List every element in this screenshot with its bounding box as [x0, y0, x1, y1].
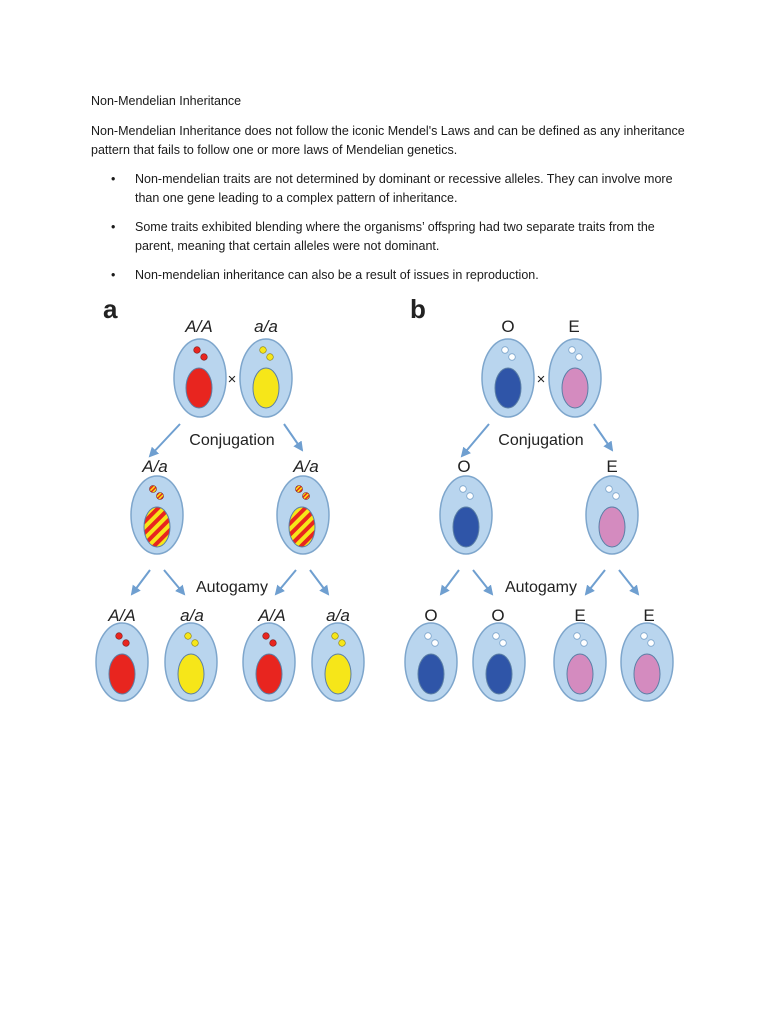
arrow-icon	[439, 569, 460, 596]
list-item: • Non-mendelian inheritance can also be a…	[91, 266, 691, 285]
document-title: Non-Mendelian Inheritance	[91, 94, 242, 108]
arrow-icon	[274, 569, 297, 596]
bullet-text: Non-mendelian inheritance can also be a …	[135, 268, 539, 282]
step-label: Autogamy	[196, 579, 268, 596]
cell	[130, 475, 184, 555]
cell	[311, 622, 365, 702]
cell	[548, 338, 602, 418]
genotype-label: A/a	[141, 457, 168, 476]
arrow-icon	[130, 569, 151, 596]
mating-type-label: O	[491, 606, 504, 625]
arrow-icon	[163, 569, 186, 596]
mating-type-label: O	[457, 457, 470, 476]
cell	[173, 338, 227, 418]
mating-type-label: E	[568, 317, 579, 336]
bullet-text: Non-mendelian traits are not determined …	[135, 172, 673, 205]
arrow-icon	[472, 569, 494, 596]
inheritance-diagram: a b A/A a/a × Conjugation A/a A/a Autoga…	[95, 294, 674, 702]
arrow-icon	[148, 423, 181, 458]
list-item: • Some traits exhibited blending where th…	[91, 218, 691, 255]
mating-type-label: E	[643, 606, 654, 625]
mating-type-label: O	[424, 606, 437, 625]
genotype-label: a/a	[326, 606, 350, 625]
mating-type-label: E	[574, 606, 585, 625]
arrow-icon	[283, 423, 304, 452]
genotype-label: A/A	[107, 606, 135, 625]
bullet-list: • Non-mendelian traits are not determined…	[91, 170, 691, 296]
inheritance-figure: a b A/A a/a × Conjugation A/a A/a Autoga…	[0, 290, 768, 720]
cell	[439, 475, 493, 555]
cell	[276, 475, 330, 555]
cell	[404, 622, 458, 702]
bullet-icon: •	[111, 268, 116, 282]
step-label: Conjugation	[189, 432, 274, 449]
genotype-label: A/A	[257, 606, 285, 625]
panel-a-letter: a	[103, 294, 118, 324]
arrow-icon	[618, 569, 640, 596]
cell	[472, 622, 526, 702]
arrow-icon	[460, 423, 490, 458]
intro-paragraph: Non-Mendelian Inheritance does not follo…	[91, 124, 685, 157]
cell	[242, 622, 296, 702]
bullet-icon: •	[111, 220, 116, 234]
genotype-label: A/A	[184, 317, 212, 336]
cell	[164, 622, 218, 702]
cell	[620, 622, 674, 702]
list-item: • Non-mendelian traits are not determined…	[91, 170, 691, 207]
genotype-label: A/a	[292, 457, 319, 476]
genotype-label: a/a	[254, 317, 278, 336]
cell	[481, 338, 535, 418]
cross-symbol: ×	[537, 371, 546, 388]
bullet-icon: •	[111, 172, 116, 186]
cell	[585, 475, 639, 555]
cell	[553, 622, 607, 702]
arrow-icon	[309, 569, 330, 596]
bullet-text: Some traits exhibited blending where the…	[135, 220, 655, 253]
genotype-label: a/a	[180, 606, 204, 625]
cross-symbol: ×	[228, 371, 237, 388]
arrow-icon	[593, 423, 614, 452]
cell	[239, 338, 293, 418]
panel-b-letter: b	[410, 294, 426, 324]
step-label: Autogamy	[505, 579, 577, 596]
arrow-icon	[584, 569, 606, 596]
cell	[95, 622, 149, 702]
mating-type-label: O	[501, 317, 514, 336]
step-label: Conjugation	[498, 432, 583, 449]
mating-type-label: E	[606, 457, 617, 476]
